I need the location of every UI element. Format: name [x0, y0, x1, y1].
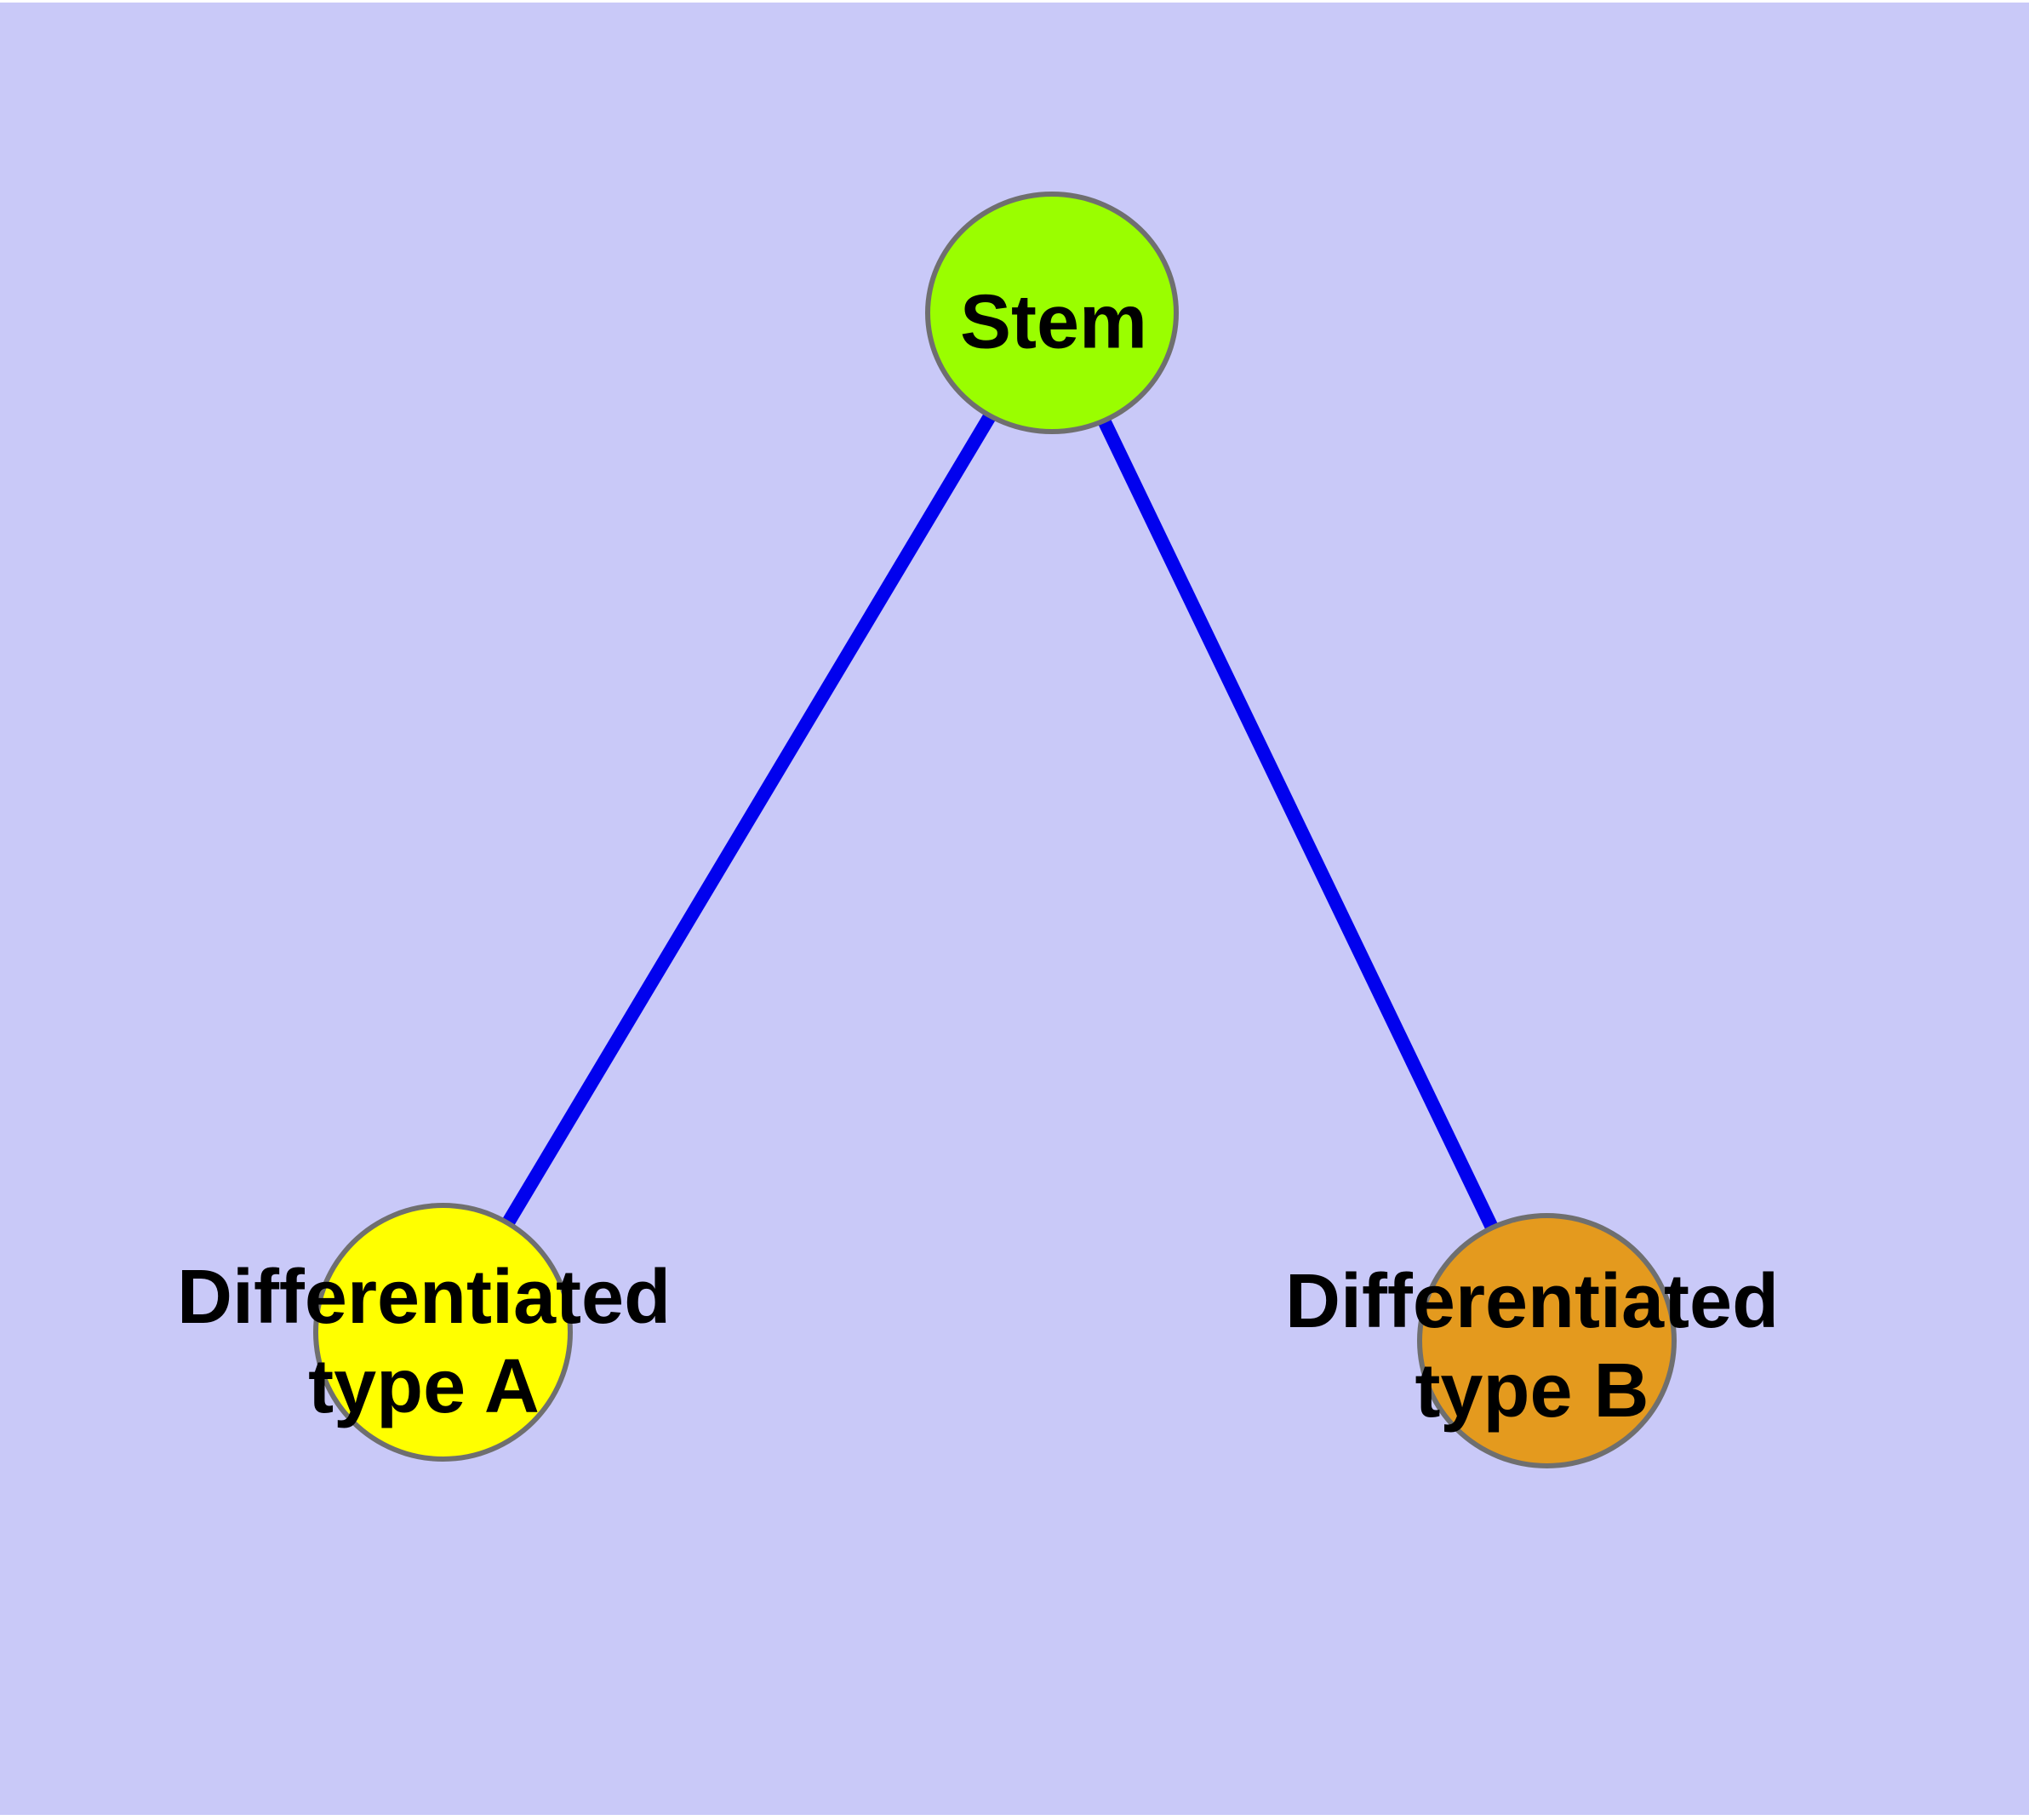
label-line: Differentiated — [1284, 1259, 1780, 1344]
label-line: type B — [1415, 1348, 1649, 1434]
node-type-b-label: Differentiated type B — [1285, 1257, 1779, 1436]
node-stem[interactable] — [925, 191, 1179, 434]
page-margin-bottom — [0, 1815, 2029, 1820]
node-type-b[interactable] — [1416, 1213, 1677, 1468]
node-type-a[interactable] — [312, 1203, 573, 1462]
edge-stem-to-type-a[interactable] — [437, 308, 1058, 1336]
node-stem-label: Stem — [960, 278, 1147, 368]
label-line: Stem — [959, 279, 1148, 365]
label-line: Differentiated — [176, 1255, 672, 1340]
edge-stem-to-type-b[interactable] — [1045, 309, 1553, 1344]
page-margin-top — [0, 0, 2029, 3]
label-line: type A — [308, 1344, 540, 1429]
node-type-a-label: Differentiated type A — [177, 1253, 671, 1432]
